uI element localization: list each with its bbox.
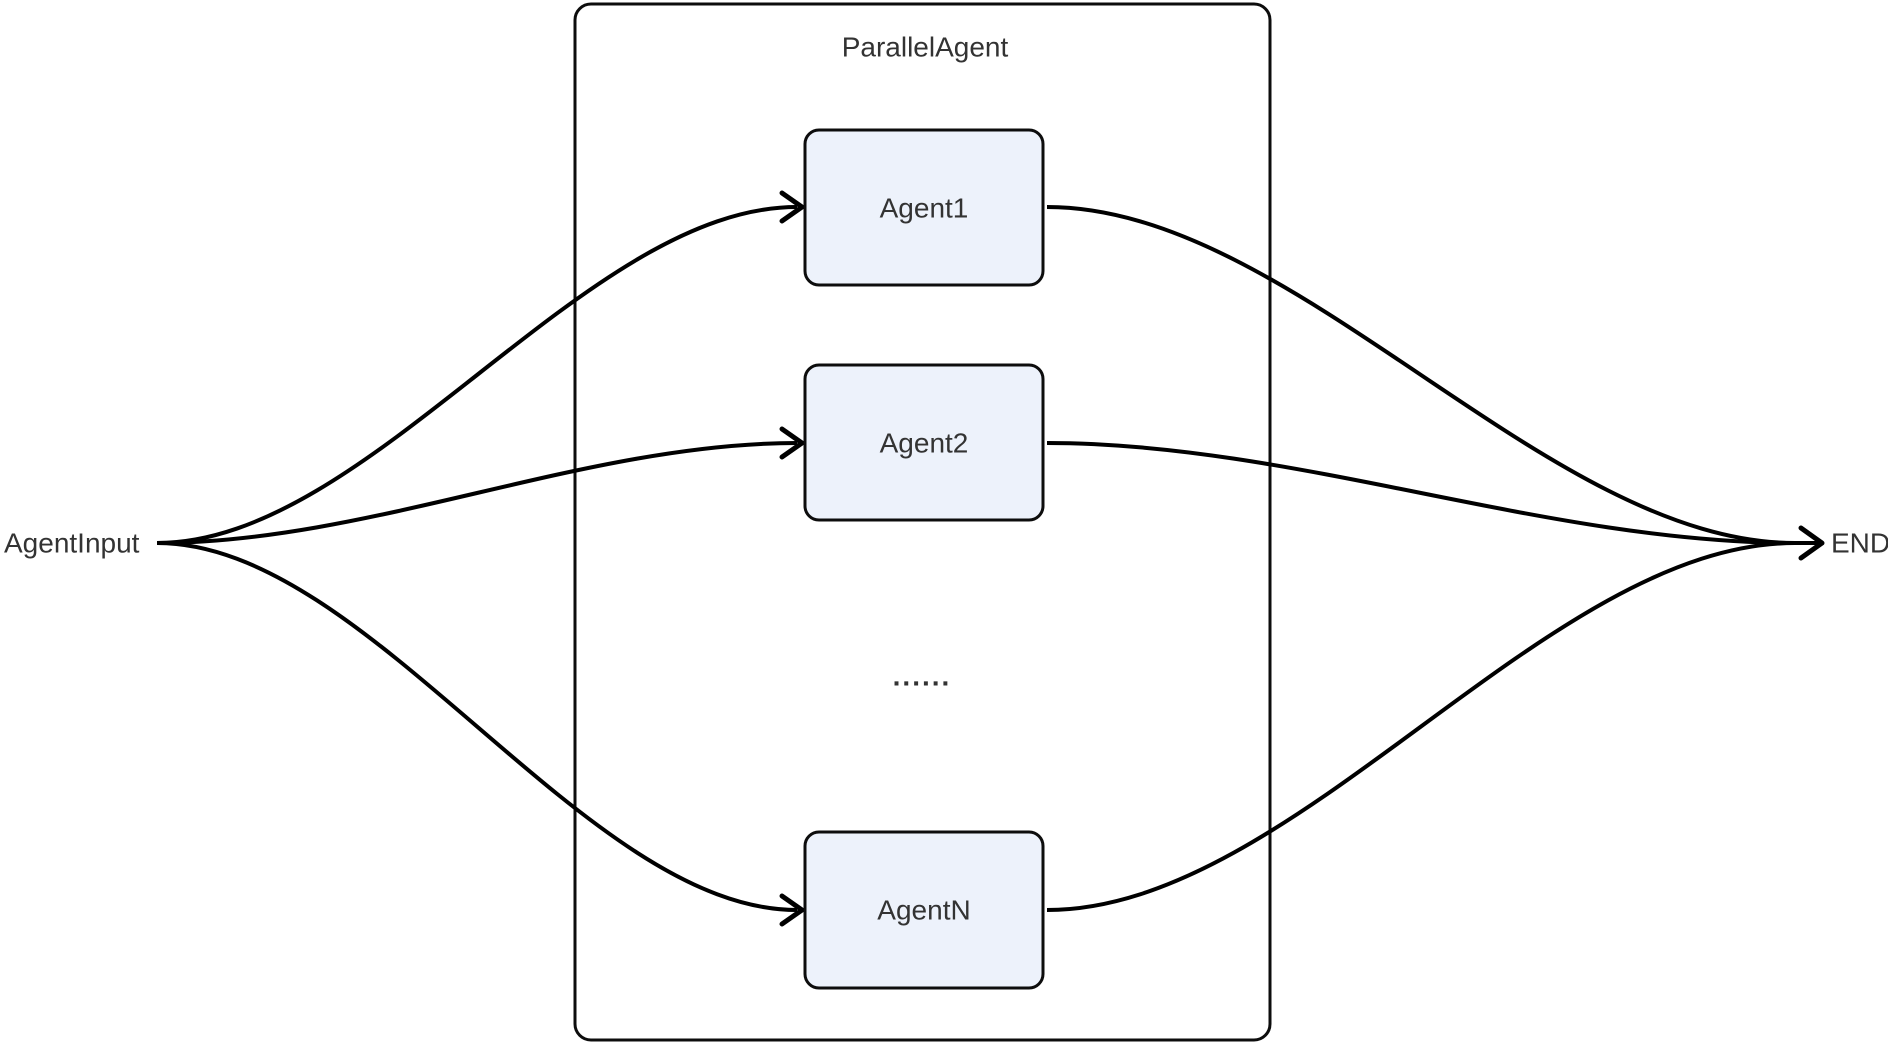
edges-fan-in bbox=[1046, 205, 1825, 912]
node-agentN: AgentN bbox=[803, 830, 1045, 990]
parallel-agent-container-title: ParallelAgent bbox=[842, 32, 1009, 63]
edge-input-to-agent1 bbox=[156, 205, 798, 545]
node-agent2-label: Agent2 bbox=[880, 428, 969, 459]
arrowhead-agent1-icon bbox=[779, 190, 805, 224]
agent-input-label: AgentInput bbox=[4, 528, 140, 559]
edge-input-to-agentN bbox=[156, 541, 798, 912]
edge-agentN-to-end bbox=[1046, 541, 1796, 912]
node-agent1-label: Agent1 bbox=[880, 193, 969, 224]
node-agentN-label: AgentN bbox=[877, 895, 970, 926]
node-agent1: Agent1 bbox=[803, 128, 1045, 287]
arrowhead-agentN-icon bbox=[779, 893, 805, 927]
end-label: END bbox=[1831, 528, 1888, 559]
node-agent2-box bbox=[803, 363, 1045, 522]
node-agent1-box bbox=[803, 128, 1045, 287]
parallel-agent-container-box bbox=[573, 2, 1272, 1042]
edge-agent2-to-end bbox=[1046, 441, 1796, 545]
edge-agent1-to-end bbox=[1046, 205, 1796, 545]
edge-input-to-agent2 bbox=[156, 441, 798, 545]
edges-fan-out bbox=[156, 190, 805, 927]
ellipsis-label: ...... bbox=[893, 661, 952, 692]
arrowhead-end-icon bbox=[1798, 525, 1825, 561]
node-agent2: Agent2 bbox=[803, 363, 1045, 522]
node-agentN-box bbox=[803, 830, 1045, 990]
parallel-agent-container: ParallelAgent bbox=[573, 2, 1272, 1042]
arrowhead-agent2-icon bbox=[779, 426, 805, 460]
